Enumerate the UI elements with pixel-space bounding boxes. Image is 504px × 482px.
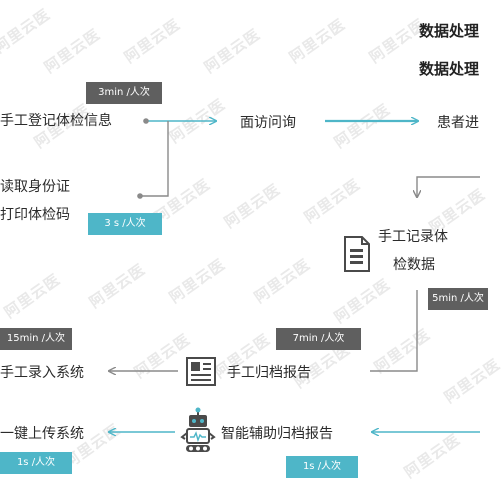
connector-lines bbox=[0, 0, 480, 480]
robot-icon bbox=[180, 407, 216, 452]
connector-dot bbox=[137, 193, 143, 199]
badge-register-time: 3min /人次 bbox=[86, 82, 162, 104]
node-manual-entry: 手工录入系统 bbox=[0, 365, 84, 381]
line-record-to-archive bbox=[370, 290, 418, 372]
node-interview: 面访问询 bbox=[240, 115, 296, 131]
heading-data-processing-1: 数据处理 bbox=[419, 22, 480, 40]
node-manual-record-line1: 手工记录体 bbox=[378, 229, 448, 245]
badge-record-time: 5min /人次 bbox=[428, 288, 488, 310]
document-icon bbox=[344, 236, 370, 272]
badge-id-time: 3 s /人次 bbox=[88, 213, 162, 235]
arrow-to-record bbox=[417, 176, 480, 197]
line-id-to-interview bbox=[140, 121, 169, 197]
node-smart-archive: 智能辅助归档报告 bbox=[221, 426, 333, 442]
node-print-code: 打印体检码 bbox=[0, 207, 70, 223]
node-manual-record-line2: 检数据 bbox=[393, 257, 435, 273]
badge-archive-time: 7min /人次 bbox=[276, 328, 361, 350]
node-manual-register: 手工登记体检信息 bbox=[0, 113, 112, 129]
node-manual-archive: 手工归档报告 bbox=[227, 365, 311, 381]
badge-entry-time: 15min /人次 bbox=[0, 328, 72, 350]
connector-dot bbox=[143, 118, 149, 124]
node-one-click-upload: 一键上传系统 bbox=[0, 426, 84, 442]
node-patient-in: 患者进 bbox=[437, 115, 479, 131]
node-read-id: 读取身份证 bbox=[0, 179, 70, 195]
badge-smart-time: 1s /人次 bbox=[286, 456, 358, 478]
report-icon bbox=[186, 357, 216, 386]
badge-upload-time: 1s /人次 bbox=[0, 452, 72, 474]
heading-data-processing-2: 数据处理 bbox=[419, 60, 480, 78]
